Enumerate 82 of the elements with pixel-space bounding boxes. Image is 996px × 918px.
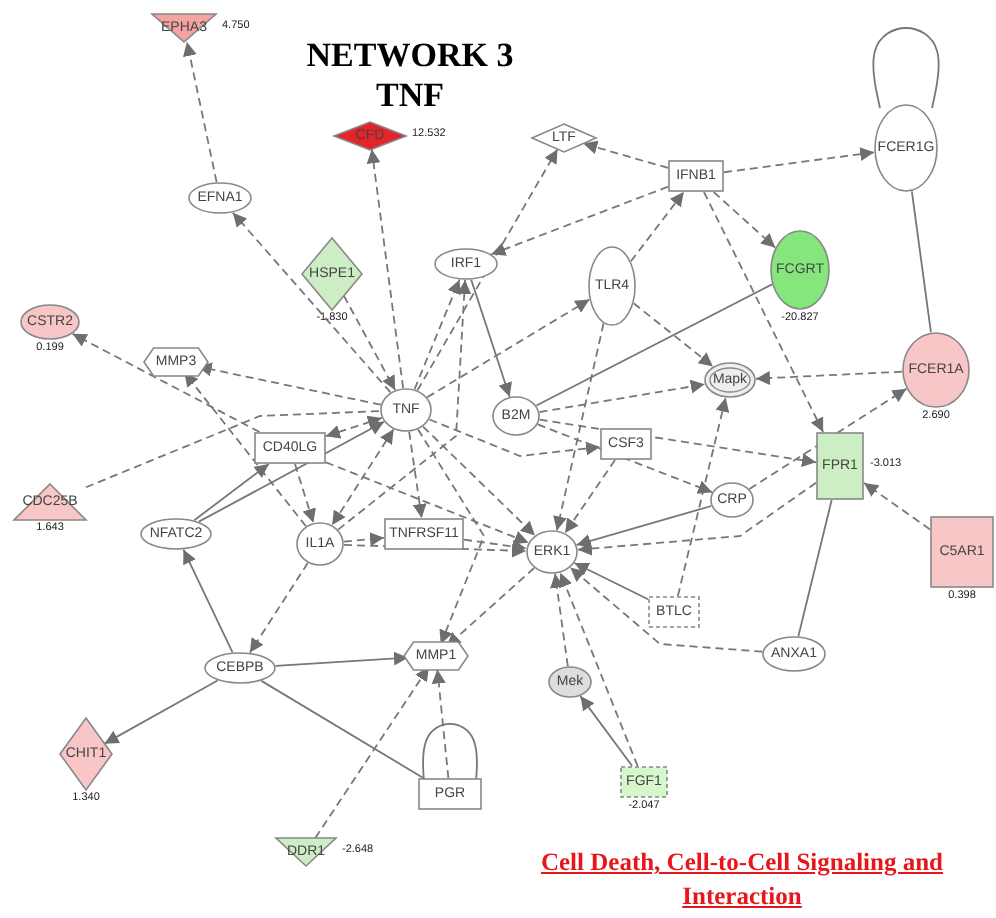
connector [85,410,381,489]
connector [748,387,908,490]
connector [538,379,706,413]
connector [182,548,234,654]
connector [422,425,536,537]
connector [422,722,478,783]
connector [723,147,876,174]
connector [426,298,591,399]
connector [274,651,409,667]
gene-oval [380,388,432,432]
connector [676,396,730,597]
connector [183,41,218,183]
gene-oval [188,182,252,214]
connector [564,459,616,534]
connector [325,415,383,439]
connector [629,191,685,263]
connector [535,283,773,407]
connector [575,505,713,548]
connector [579,695,634,767]
connector [231,211,392,394]
gene-oval [434,248,498,280]
gene-box [418,778,482,810]
gene-box [648,596,700,628]
connector [408,430,427,519]
connector [193,463,270,522]
connector [463,538,528,554]
gene-box [384,518,464,550]
connector [536,423,714,494]
connector [431,668,450,779]
connector [703,191,824,433]
connector [417,428,485,645]
gene-box [254,432,326,464]
connector [712,191,777,249]
gene-oval [492,396,540,436]
gene-oval [710,482,754,518]
caption: Cell Death, Cell-to-Cell Signaling and Interaction [538,846,946,914]
connector [553,322,605,532]
connector [569,566,764,653]
connector [416,148,559,392]
connector [337,279,472,531]
connector [755,370,903,386]
connector [797,499,833,638]
connector [325,461,530,544]
connector [550,572,569,667]
connector [260,679,425,779]
connector [342,532,385,547]
connector [445,567,536,648]
gene-oval [762,636,826,672]
connector [872,27,940,109]
gene-box [600,428,652,460]
gene-oval [874,104,938,192]
gene-diamond [532,124,596,152]
connector [366,148,405,390]
gene-oval [548,666,592,698]
connector [470,278,512,398]
connector [632,302,714,368]
connector [331,428,395,526]
connector [559,571,639,767]
gene-oval [204,652,276,684]
gene-oval [526,530,578,574]
gene-box [668,160,724,192]
connector [573,562,649,601]
connector [198,420,385,523]
connector [490,185,669,256]
gene-oval [296,522,344,566]
connector [71,332,261,433]
connector [428,418,601,457]
connector [910,190,932,334]
connector [103,679,219,745]
gene-double-circle [704,362,756,398]
gene-hexagon [144,348,208,376]
gene-hexagon [404,642,468,670]
connector [863,482,931,531]
connector [294,463,316,524]
gene-oval [140,518,212,550]
connector [576,481,817,556]
gene-oval [588,246,636,326]
connector [582,140,669,169]
connector [413,278,461,391]
connector [342,294,397,391]
connector [249,562,309,654]
title: NETWORK 3 TNF [304,36,516,115]
